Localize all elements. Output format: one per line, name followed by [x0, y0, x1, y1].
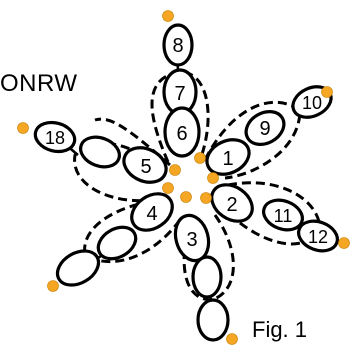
number-6: 6: [176, 123, 187, 145]
ring-11: [262, 198, 304, 232]
picot-10: [321, 86, 333, 98]
ring-unlabeled-bottom-1: [191, 255, 223, 299]
ring-unlabeled-bottom-2: [196, 298, 230, 342]
picot-center-3: [207, 172, 219, 184]
number-12: 12: [308, 227, 328, 247]
picot-center-5: [200, 192, 212, 204]
picot-18: [17, 122, 29, 134]
picot-top: [162, 10, 174, 22]
number-8: 8: [172, 35, 183, 57]
ring-numbers: 8 7 6 5 1 2 3 4 9 10 11 12 18: [45, 35, 328, 251]
number-10: 10: [302, 93, 322, 113]
number-9: 9: [259, 118, 270, 140]
rings: [33, 23, 339, 342]
chain-bottom-left: [83, 198, 182, 264]
picot-bottom: [226, 333, 238, 345]
ring-12: [297, 219, 339, 253]
figure-caption: Fig. 1: [252, 317, 308, 342]
picot-lower-left: [47, 280, 59, 292]
picot-center-2: [169, 164, 181, 176]
ring-5: [122, 146, 168, 184]
number-1: 1: [222, 148, 233, 170]
ring-2: [210, 183, 254, 223]
number-3: 3: [186, 229, 197, 251]
ring-8: [162, 23, 194, 67]
picot-center-6: [162, 182, 174, 194]
ring-9: [244, 110, 286, 146]
picot-center-4: [180, 191, 192, 203]
picot-center-1: [194, 152, 206, 164]
ring-unlabeled-lower-left-2: [55, 249, 101, 287]
number-18: 18: [45, 128, 65, 148]
ring-4: [130, 192, 174, 232]
number-5: 5: [140, 156, 151, 178]
ring-unlabeled-lower-left-1: [96, 225, 138, 261]
ring-6: [163, 106, 201, 158]
number-4: 4: [146, 203, 157, 225]
picots: [17, 10, 350, 345]
picot-12: [338, 237, 350, 249]
ring-unlabeled-left: [79, 135, 121, 169]
number-7: 7: [174, 83, 185, 105]
number-2: 2: [226, 194, 237, 216]
number-11: 11: [274, 206, 293, 226]
ring-18: [33, 120, 77, 154]
chain-top-right: [203, 100, 302, 180]
diagram-label: ONRW: [0, 70, 78, 97]
ring-1: [205, 138, 251, 176]
